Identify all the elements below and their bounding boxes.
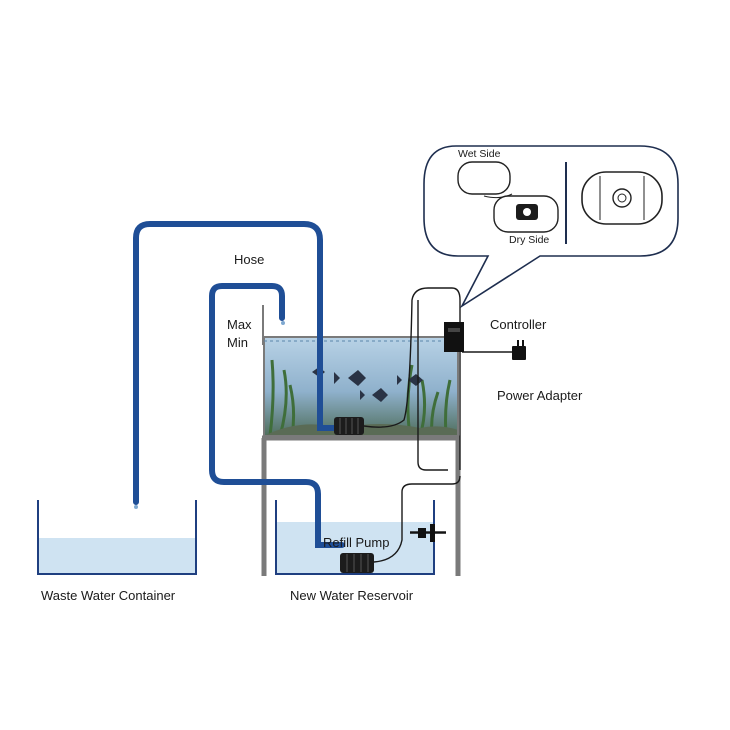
- refill-pump-icon: [340, 553, 374, 573]
- controller-sensor-icon: [444, 322, 464, 352]
- label-dry-side: Dry Side: [509, 234, 549, 246]
- label-wet-side: Wet Side: [458, 148, 501, 160]
- label-new-water-reservoir: New Water Reservoir: [290, 588, 414, 603]
- label-min: Min: [227, 335, 248, 350]
- aquarium-glass: [263, 336, 459, 437]
- waste-container-outline: [37, 500, 197, 575]
- refill-hose: [209, 283, 345, 548]
- controller-detail-callout: [423, 145, 679, 309]
- label-waste-water-container: Waste Water Container: [41, 588, 176, 603]
- wet-side-sensor-icon: [457, 161, 511, 195]
- label-hose: Hose: [234, 252, 264, 267]
- tank-stand: [261, 435, 461, 576]
- label-controller: Controller: [490, 317, 547, 332]
- control-cables: [363, 287, 514, 563]
- waste-hose: [133, 221, 343, 505]
- label-power-adapter: Power Adapter: [497, 388, 583, 403]
- plants-right: [406, 364, 452, 437]
- wet-pump-icon: [334, 417, 364, 435]
- label-refill-pump: Refill Pump: [323, 535, 389, 550]
- waste-water-container: [37, 500, 197, 575]
- refill-drip: [281, 321, 285, 325]
- power-plug-icon: [512, 340, 526, 360]
- waste-water-fill: [38, 538, 196, 574]
- new-water-reservoir: [275, 500, 435, 575]
- inline-valve-icon: [410, 524, 446, 542]
- waste-drip: [134, 505, 138, 509]
- label-max: Max: [227, 317, 252, 332]
